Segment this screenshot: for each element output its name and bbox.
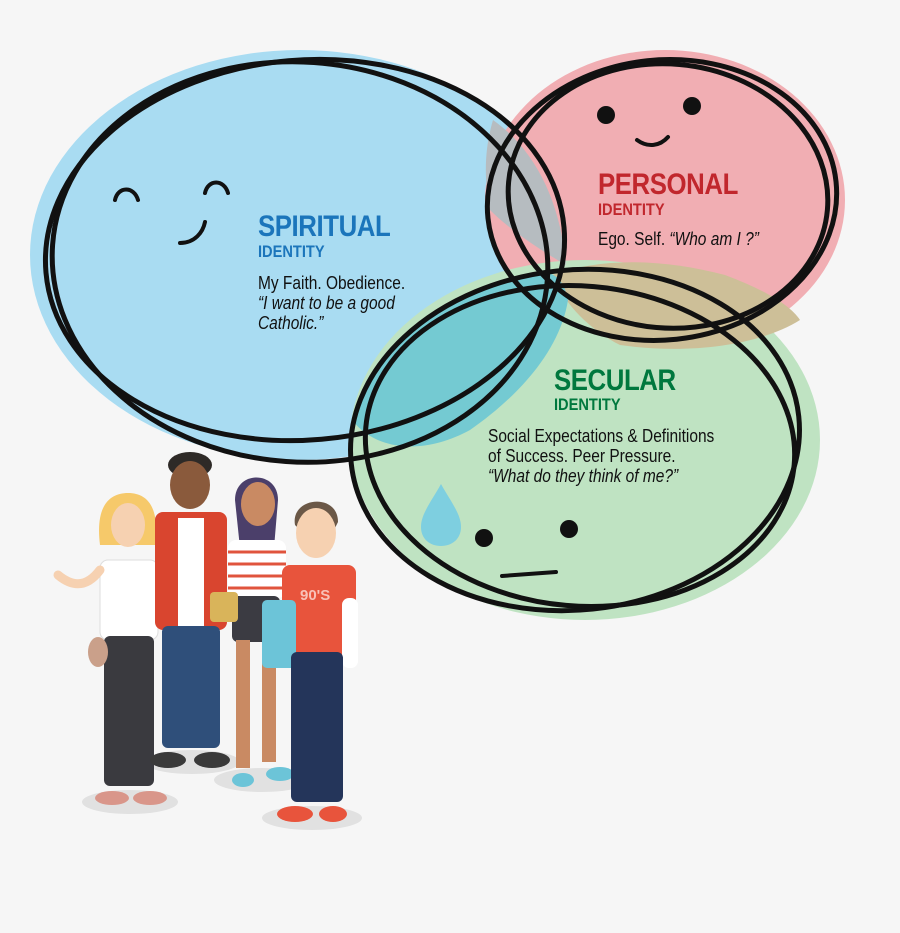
striped-girl-leg-left: [236, 640, 250, 768]
blonde-shoe-right: [133, 791, 167, 805]
plaid-boy-face: [170, 461, 210, 509]
striped-girl-leg-right: [262, 640, 276, 762]
blonde-shoe-left: [95, 791, 129, 805]
people-group: 90'S: [53, 452, 362, 830]
personal-quote-1: “Who am I ?”: [669, 229, 759, 249]
blonde-arm: [53, 565, 105, 589]
personal-left-eye-icon: [597, 106, 615, 124]
person-plaid-boy: [150, 452, 230, 768]
spiritual-quote-2: Catholic.”: [258, 313, 324, 334]
boy90-shirt: [282, 565, 356, 655]
plaid-boy-shoe-right: [194, 752, 230, 768]
boy90-tote-bag: [262, 600, 296, 668]
secular-right-eye-icon: [560, 520, 578, 538]
person-blonde-girl: [53, 493, 167, 805]
personal-outline-1: [484, 57, 840, 343]
secular-left-eye-icon: [475, 529, 493, 547]
secular-line-2: of Success. Peer Pressure.: [488, 446, 676, 467]
secular-outline-1: [348, 266, 802, 614]
plaid-boy-pants: [162, 626, 220, 748]
spiritual-description: My Faith. Obedience. “I want to be a goo…: [258, 273, 405, 333]
secular-face: [421, 484, 578, 578]
boy90-shoe-left: [277, 806, 313, 822]
striped-girl-shoe-right: [266, 767, 294, 781]
striped-girl-shoe-left: [232, 773, 254, 787]
spiritual-smile-icon: [178, 220, 207, 245]
secular-subtitle: IDENTITY: [554, 395, 621, 414]
boy90-face: [296, 508, 336, 558]
spiritual-line-1: My Faith. Obedience.: [258, 273, 406, 293]
personal-right-eye-icon: [683, 97, 701, 115]
spiritual-face: [113, 180, 230, 245]
scribble-outlines: [42, 56, 840, 614]
secular-outline-2: [362, 283, 798, 609]
secular-flat-mouth-icon: [500, 570, 558, 578]
personal-description: Ego. Self. “Who am I ?”: [598, 229, 759, 249]
spiritual-title: SPIRITUAL: [258, 210, 391, 243]
spiritual-right-eye-icon: [203, 180, 230, 195]
personal-title: PERSONAL: [598, 168, 738, 201]
plaid-boy-tee: [178, 518, 204, 626]
sweat-drop-icon: [421, 484, 461, 546]
shirt-text: 90'S: [300, 587, 330, 604]
boy90-pants: [291, 652, 343, 802]
secular-description: Social Expectations & Definitions of Suc…: [488, 426, 714, 486]
blonde-face: [111, 503, 145, 547]
personal-line-1: Ego. Self.: [598, 229, 666, 249]
spiritual-secular-overlap: [352, 271, 568, 447]
blonde-bag: [88, 637, 108, 667]
blonde-pants: [104, 636, 154, 786]
personal-outline-2: [505, 61, 831, 331]
striped-girl-satchel: [210, 592, 238, 622]
personal-face: [597, 97, 701, 147]
boy90-sleeve: [342, 598, 358, 668]
striped-girl-face: [241, 482, 275, 526]
secular-line-1: Social Expectations & Definitions: [488, 426, 715, 446]
spiritual-left-eye-icon: [113, 187, 140, 202]
blonde-shirt: [99, 559, 159, 641]
spiritual-subtitle: IDENTITY: [258, 242, 325, 261]
secular-title: SECULAR: [554, 364, 676, 397]
person-90s-boy: 90'S: [262, 501, 358, 822]
secular-quote-1: “What do they think of me?”: [488, 466, 679, 487]
personal-subtitle: IDENTITY: [598, 200, 665, 219]
boy90-shoe-right: [319, 806, 347, 822]
spiritual-quote-1: “I want to be a good: [258, 293, 395, 314]
striped-girl-shirt: [228, 540, 286, 598]
shadow-4: [262, 806, 362, 830]
plaid-boy-shoe-left: [150, 752, 186, 768]
personal-smile-icon: [635, 135, 670, 147]
